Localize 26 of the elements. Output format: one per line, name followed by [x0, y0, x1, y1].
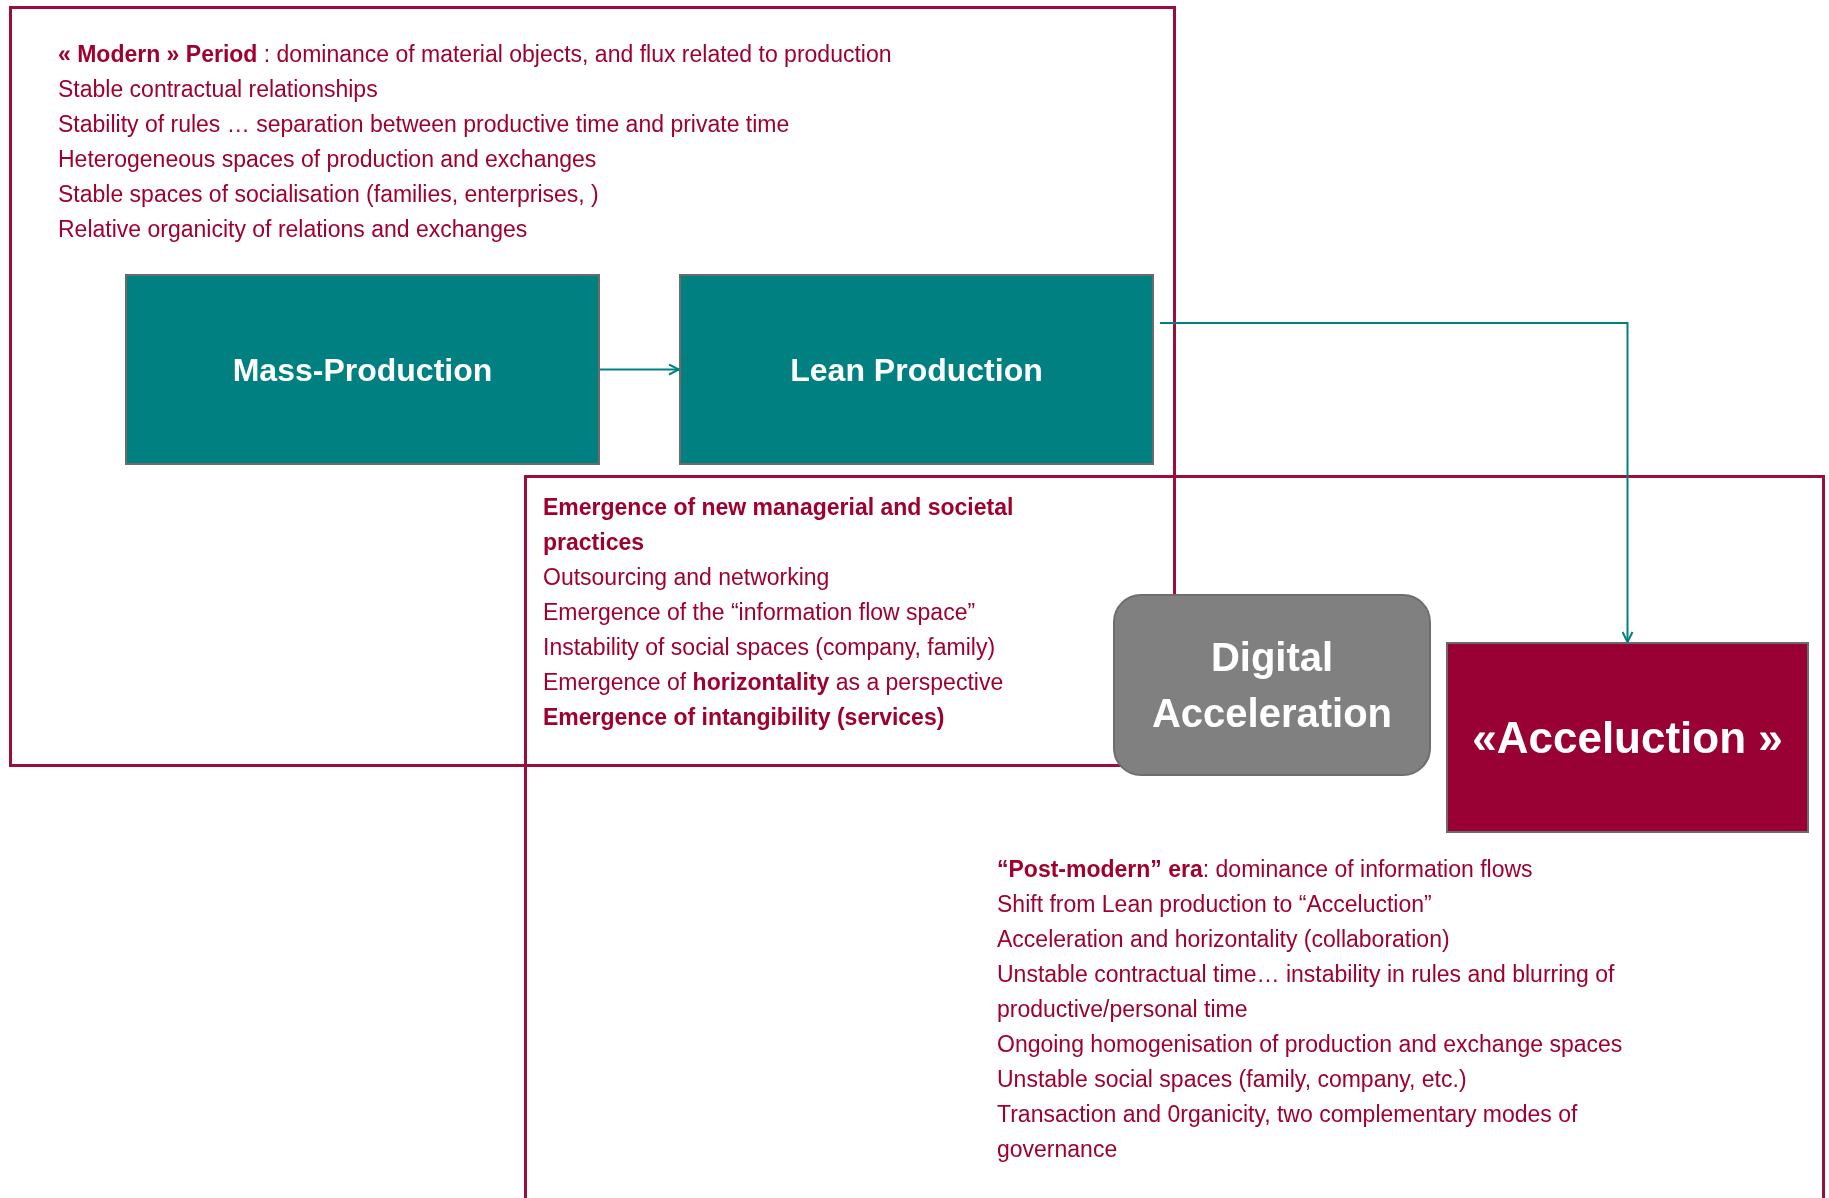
text-line: Ongoing homogenisation of production and exchange spaces [997, 1030, 1624, 1059]
text-line: Stable spaces of socialisation (families, enterprises, ) [58, 180, 600, 209]
process-box: «Acceluction » [1446, 642, 1809, 833]
process-box: Mass-Production [125, 274, 600, 465]
text-line: Acceleration and horizontality (collaboration) [997, 925, 1451, 954]
text-line: Relative organicity of relations and exchanges [58, 215, 529, 244]
text-line: Shift from Lean production to “Acceluction” [997, 890, 1433, 919]
text-line: Stable contractual relationships [58, 75, 379, 104]
text-line: Emergence of intangibility (services) [543, 703, 946, 732]
frame-box [524, 475, 1825, 1198]
text-line: “Post-modern” era: dominance of information flows [997, 855, 1534, 884]
arrow [1159, 322, 1634, 643]
text-line: Instability of social spaces (company, family) [543, 633, 997, 662]
rounded-box: Digital Acceleration [1113, 594, 1431, 776]
text-line: Transaction and 0rganicity, two complementary modes of governance [997, 1100, 1579, 1164]
text-line: Stability of rules … separation between productive time and private time [58, 110, 791, 139]
text-line: Unstable contractual time… instability in rules and blurring of productive/personal time [997, 960, 1616, 1024]
text-line: Emergence of horizontality as a perspective [543, 668, 1005, 697]
text-line: Emergence of the “information flow space” [543, 598, 977, 627]
text-line: Emergence of new managerial and societal practices [543, 493, 1015, 557]
text-line: « Modern » Period : dominance of material objects, and flux related to production [58, 40, 893, 69]
arrow [599, 363, 680, 376]
text-line: Outsourcing and networking [543, 563, 831, 592]
process-box: Lean Production [679, 274, 1154, 465]
text-line: Unstable social spaces (family, company, etc.) [997, 1065, 1468, 1094]
text-line: Heterogeneous spaces of production and exchanges [58, 145, 598, 174]
